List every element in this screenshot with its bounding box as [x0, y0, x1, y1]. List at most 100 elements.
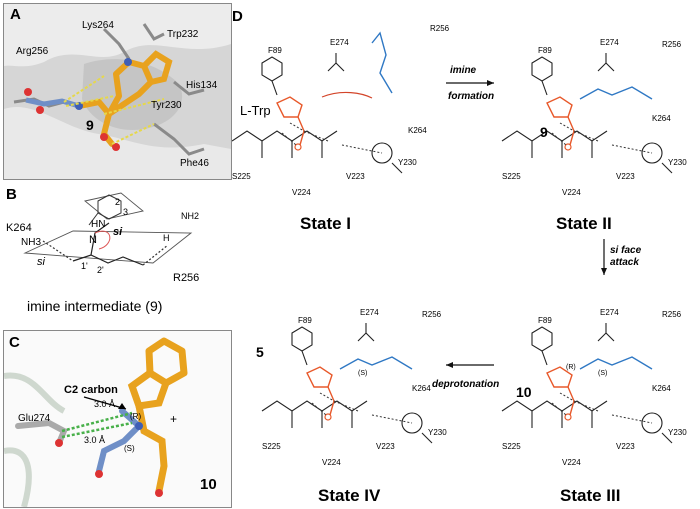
label-s: (S): [124, 444, 135, 453]
state-3-compound-10: 10: [516, 384, 532, 400]
label-his134: His134: [186, 80, 218, 91]
state-1-title: State I: [300, 214, 351, 233]
indole-plane: [83, 192, 145, 220]
state-2-s225: S225: [502, 172, 521, 181]
state-4-v224: V224: [322, 458, 341, 467]
label-h-plus: H: [163, 233, 170, 243]
label-nh3: NH3: [21, 237, 41, 248]
panel-c-letter: C: [9, 334, 20, 351]
label-plus: +: [170, 412, 177, 426]
state-1-y230: Y230: [398, 158, 417, 167]
label-compound-10: 10: [200, 476, 217, 493]
label-glu274: Glu274: [18, 413, 51, 424]
state-3-r-label: (R): [566, 364, 576, 371]
protein-ribbons: [4, 372, 66, 507]
state-4-pyruvate: [339, 356, 413, 370]
residue-sticks: [13, 23, 205, 156]
label-c2-ring: 2: [115, 197, 120, 207]
state-2-v223: V223: [616, 172, 635, 181]
state-2-r256: R256: [662, 40, 682, 49]
state-4-s225: S225: [262, 442, 281, 451]
panel-a-letter: A: [10, 6, 21, 23]
state-4: F89 E274 R256 K264 (S) 5 S225 V224 V223 …: [256, 308, 447, 505]
state-4-r256: R256: [422, 310, 442, 319]
panel-d-letter: D: [232, 8, 243, 25]
state-1-pyruvate: [371, 31, 393, 94]
state-2-title: State II: [556, 214, 612, 233]
state-1-v224: V224: [292, 188, 311, 197]
si-attack-arc: [94, 230, 111, 250]
label-dist1: 3.0 Å: [94, 399, 115, 409]
c2-pointer-arrow: [83, 396, 127, 410]
state-3-k264: K264: [652, 384, 671, 393]
state-4-k264: K264: [412, 384, 431, 393]
label-phe46: Phe46: [180, 158, 209, 169]
state-4-y230: Y230: [428, 428, 447, 437]
compound-10-sticks: [95, 337, 188, 497]
label-r: (R): [130, 412, 141, 421]
state-3-pyruvate: [579, 356, 653, 370]
label-c2-carbon: C2 carbon: [64, 384, 118, 396]
state-3-y230: Y230: [668, 428, 687, 437]
state-2-pyruvate: [579, 86, 653, 100]
ligand-9-sticks: [24, 50, 173, 151]
state-1-v223: V223: [346, 172, 365, 181]
label-n: N: [89, 234, 97, 246]
label-c1prime: 1': [81, 261, 88, 271]
panel-d-mechanism: D F89 E274 R256: [232, 8, 687, 505]
label-lys264: Lys264: [82, 20, 114, 31]
arrow-si-face-attack: si face attack: [601, 239, 642, 275]
panel-a: A Lys264 Trp232 Arg256 His134 Tyr230 Phe…: [3, 3, 232, 180]
state-3-scaffold: [501, 322, 673, 444]
state-2: F89 E274 R256 K264 9 S225 V224 V223 Y230…: [501, 38, 687, 233]
state-2-e274: E274: [600, 38, 619, 47]
panel-b-letter: B: [6, 186, 17, 203]
state-2-scaffold: [501, 52, 673, 174]
label-hn: HN: [91, 219, 105, 230]
label-tyr230: Tyr230: [151, 100, 182, 111]
label-c2prime: 2': [97, 265, 104, 275]
imine-chain: [72, 254, 144, 266]
label-formation: formation: [448, 91, 494, 102]
label-c3-ring: 3: [123, 207, 128, 217]
panel-a-structure: A Lys264 Trp232 Arg256 His134 Tyr230 Phe…: [4, 4, 231, 179]
state-1-s225: S225: [232, 172, 251, 181]
bond: [88, 212, 99, 226]
state-3-r256: R256: [662, 310, 682, 319]
state-1: F89 E274 R256 K264 L-Trp S225 V224 V223 …: [232, 24, 450, 233]
label-si-top: si: [113, 226, 123, 238]
state-1-ltrp: L-Trp: [240, 103, 271, 118]
arrow-deprotonation: deprotonation: [432, 362, 499, 390]
label-dist2: 3.0 Å: [84, 435, 105, 445]
state-4-s-label: (S): [358, 370, 367, 377]
state-4-e274: E274: [360, 308, 379, 317]
state-4-scaffold: [261, 322, 433, 444]
panel-b-scheme: B K264 NH3 HN N 1' 2' 2 3 si si NH2 H R2…: [6, 186, 199, 314]
label-deprotonation: deprotonation: [432, 379, 499, 390]
glu274-oxygen: [55, 439, 63, 447]
state-1-e274: E274: [330, 38, 349, 47]
panel-c-structure: C C2 carbon Glu274 3.0 Å 3.0 Å (R) (S) +…: [4, 331, 231, 507]
state-4-v223: V223: [376, 442, 395, 451]
arrow-imine-formation: imine formation: [446, 65, 494, 102]
state-1-k264: K264: [408, 126, 427, 135]
state-2-k264: K264: [652, 114, 671, 123]
state-3-s225: S225: [502, 442, 521, 451]
surface-ridge-top: [4, 4, 231, 67]
label-r256: R256: [173, 272, 199, 284]
state-1-f89: F89: [268, 46, 282, 55]
label-k264: K264: [6, 222, 32, 234]
glu274-stick: [15, 419, 68, 446]
imine-plane: [23, 230, 193, 264]
panel-c-bg: [4, 331, 231, 507]
label-si-bottom: si: [37, 256, 46, 268]
label-nh2: NH2: [181, 211, 199, 221]
hbond-k264: [42, 240, 74, 262]
hbond-r256: [142, 244, 169, 266]
panel-c: C C2 carbon Glu274 3.0 Å 3.0 Å (R) (S) +…: [3, 330, 232, 508]
state-3-title: State III: [560, 486, 620, 505]
state-3-v224: V224: [562, 458, 581, 467]
state-1-r256: R256: [430, 24, 450, 33]
state-4-f89: F89: [298, 316, 312, 325]
label-attack: attack: [610, 257, 639, 268]
